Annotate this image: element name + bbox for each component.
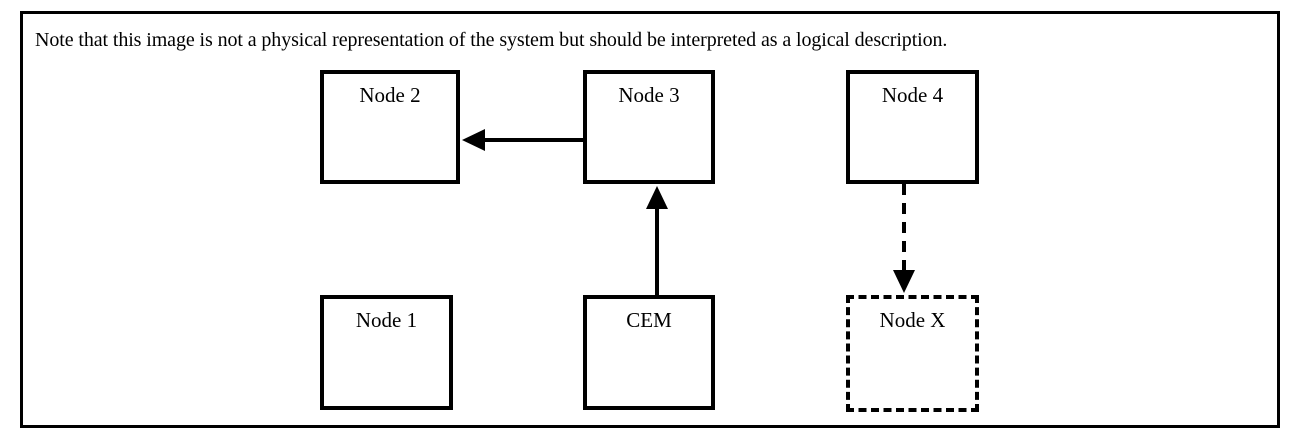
node-label-node-1: Node 1 (355, 308, 418, 332)
node-box-cem[interactable]: CEM (583, 295, 715, 410)
node-box-node-x[interactable]: Node X (846, 295, 979, 412)
node-label-cem: CEM (626, 308, 672, 332)
diagram-outer-frame (20, 11, 1280, 428)
node-box-node-1[interactable]: Node 1 (320, 295, 453, 410)
node-label-node-2: Node 2 (359, 83, 421, 107)
node-label-node-3: Node 3 (618, 83, 680, 107)
node-box-node-4[interactable]: Node 4 (846, 70, 979, 184)
node-label-node-4: Node 4 (881, 83, 944, 107)
node-box-node-3[interactable]: Node 3 (583, 70, 715, 184)
node-label-node-x: Node X (879, 308, 946, 332)
diagram-caption: Note that this image is not a physical r… (35, 29, 948, 51)
node-box-node-2[interactable]: Node 2 (320, 70, 460, 184)
